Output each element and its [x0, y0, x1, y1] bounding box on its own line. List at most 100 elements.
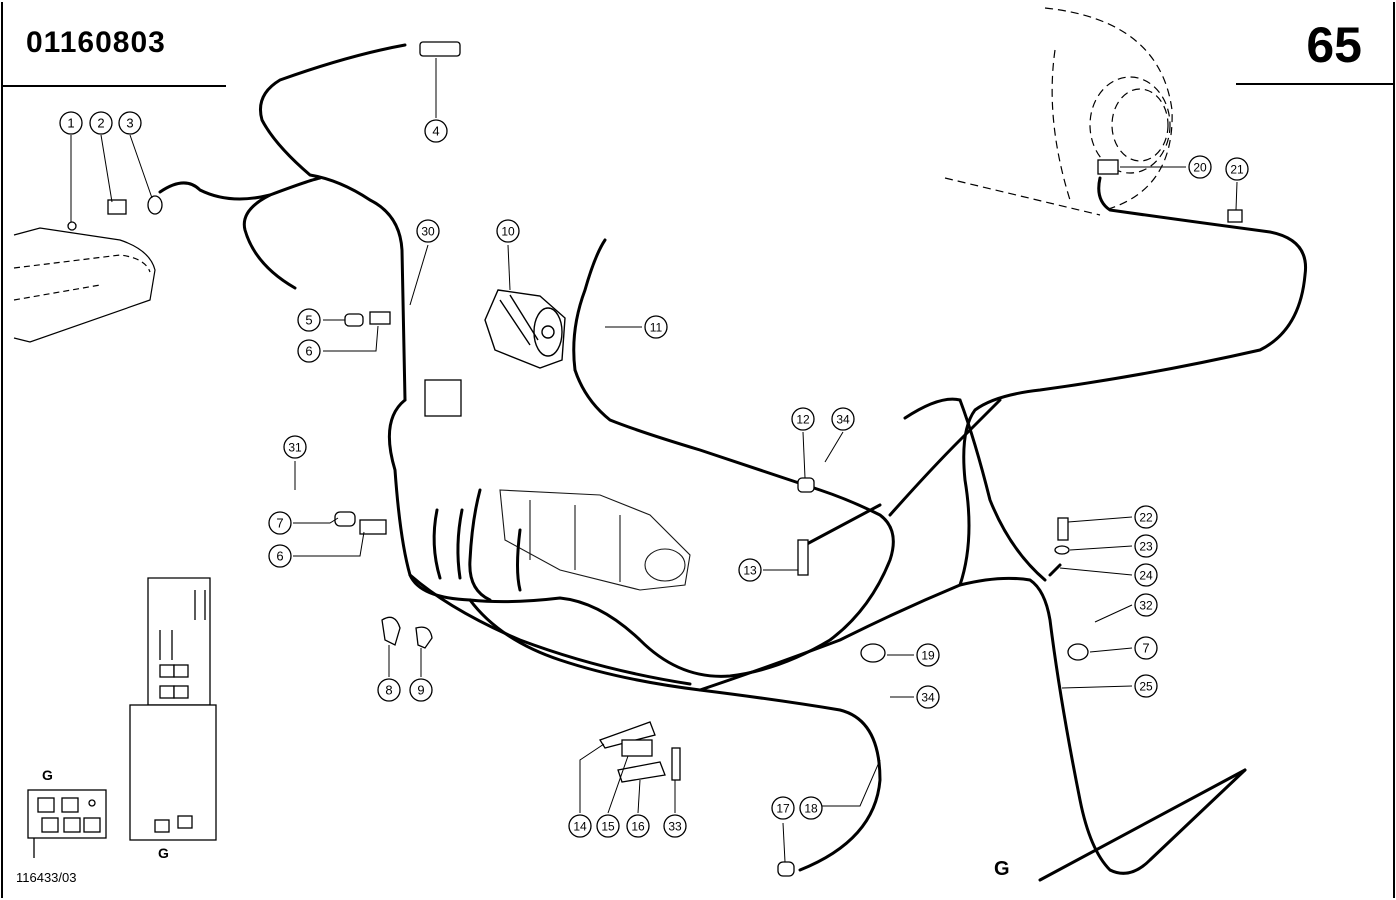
clamp-7a [334, 511, 356, 527]
callout-number: 12 [796, 413, 810, 427]
callout-circle [799, 796, 823, 820]
callout-circle [283, 435, 307, 459]
page-number: 65 [1306, 17, 1362, 73]
callout-number: 20 [1193, 161, 1207, 175]
callout-circle [416, 219, 440, 243]
callout-number: 13 [743, 564, 757, 578]
screw-22 [1057, 517, 1069, 541]
callout-c15: 15 [596, 814, 620, 838]
callout-circle [791, 407, 815, 431]
callout-number: 6 [276, 549, 283, 564]
callout-c23: 23 [1134, 534, 1158, 558]
callout-number: 33 [668, 820, 682, 834]
callout-c24: 24 [1134, 563, 1158, 587]
figure-reference: 116433/03 [16, 870, 77, 885]
callout-number: 21 [1230, 163, 1244, 177]
callout-c21: 21 [1225, 157, 1249, 181]
callout-circle [1134, 674, 1158, 698]
callout-number: 30 [421, 225, 435, 239]
callout-circle [1134, 593, 1158, 617]
callout-number: 34 [836, 413, 850, 427]
sensor-20 [1097, 159, 1119, 175]
callout-circle [1134, 636, 1158, 660]
callout-number: 9 [417, 683, 424, 698]
callout-circle [297, 339, 321, 363]
callout-number: 5 [305, 313, 312, 328]
callout-number: 25 [1139, 680, 1153, 694]
plate-14 [599, 721, 656, 749]
callout-c18: 18 [799, 796, 823, 820]
starter-motor-component [499, 489, 691, 591]
callout-number: 8 [385, 683, 392, 698]
clamp-7b [1067, 643, 1089, 661]
callout-number: 11 [650, 321, 663, 335]
callout-circle [568, 814, 592, 838]
callout-circle [1134, 563, 1158, 587]
alternator-component [484, 289, 566, 369]
callout-circle [626, 814, 650, 838]
callout-circle [409, 678, 433, 702]
callout-c33: 33 [663, 814, 687, 838]
bracket-6a [369, 311, 391, 325]
callout-circle [771, 796, 795, 820]
detail-label-g-box: G [158, 845, 169, 861]
callout-c34b: 34 [916, 685, 940, 709]
callout-number: 32 [1139, 599, 1153, 613]
bracket-15 [621, 739, 653, 757]
callout-c9: 9 [409, 678, 433, 702]
bracket-6b [359, 519, 387, 535]
relay-panel-detail [27, 789, 107, 858]
tank-cylinder-outline [944, 7, 1173, 216]
callout-c13: 13 [738, 558, 762, 582]
callout-number: 31 [288, 441, 302, 455]
callout-number: 14 [573, 820, 587, 834]
callout-number: 7 [276, 516, 283, 531]
callout-c19: 19 [916, 643, 940, 667]
washer-23 [1054, 545, 1070, 555]
callout-c5: 5 [297, 308, 321, 332]
callout-circle [268, 511, 292, 535]
clamp-12 [797, 477, 815, 493]
fuel-tank-outline [13, 227, 156, 343]
callout-circle [1134, 505, 1158, 529]
callout-number: 24 [1139, 569, 1153, 583]
callout-circle [916, 643, 940, 667]
callout-c31: 31 [283, 435, 307, 459]
callout-number: 2 [97, 116, 104, 131]
callout-c6b: 6 [268, 544, 292, 568]
callout-number: 17 [776, 802, 790, 816]
callout-c10: 10 [496, 219, 520, 243]
clamp-19 [860, 643, 886, 663]
callout-circle [831, 407, 855, 431]
callout-c8: 8 [377, 678, 401, 702]
o-ring-1 [67, 221, 77, 231]
callout-circle [118, 111, 142, 135]
callout-circle [59, 111, 83, 135]
callout-circle [424, 119, 448, 143]
callout-number: 18 [804, 802, 818, 816]
callout-c1: 1 [59, 111, 83, 135]
callout-circle [596, 814, 620, 838]
callout-number: 34 [921, 691, 935, 705]
callout-number: 19 [921, 649, 935, 663]
clip-21 [1227, 209, 1243, 223]
connector-plug [424, 379, 462, 417]
wiring-harness [158, 43, 1308, 882]
callout-number: 10 [501, 225, 515, 239]
callout-c7a: 7 [268, 511, 292, 535]
control-box-detail [129, 577, 217, 841]
callout-circle [377, 678, 401, 702]
callout-c11: 11 [644, 315, 668, 339]
callout-circle [916, 685, 940, 709]
callout-c7b: 7 [1134, 636, 1158, 660]
callout-leaders [70, 58, 1238, 863]
hardware-parts [67, 41, 1243, 877]
bolt-33 [671, 747, 681, 781]
callout-circle [89, 111, 113, 135]
callout-c22: 22 [1134, 505, 1158, 529]
callout-circle [738, 558, 762, 582]
callout-c32: 32 [1134, 593, 1158, 617]
